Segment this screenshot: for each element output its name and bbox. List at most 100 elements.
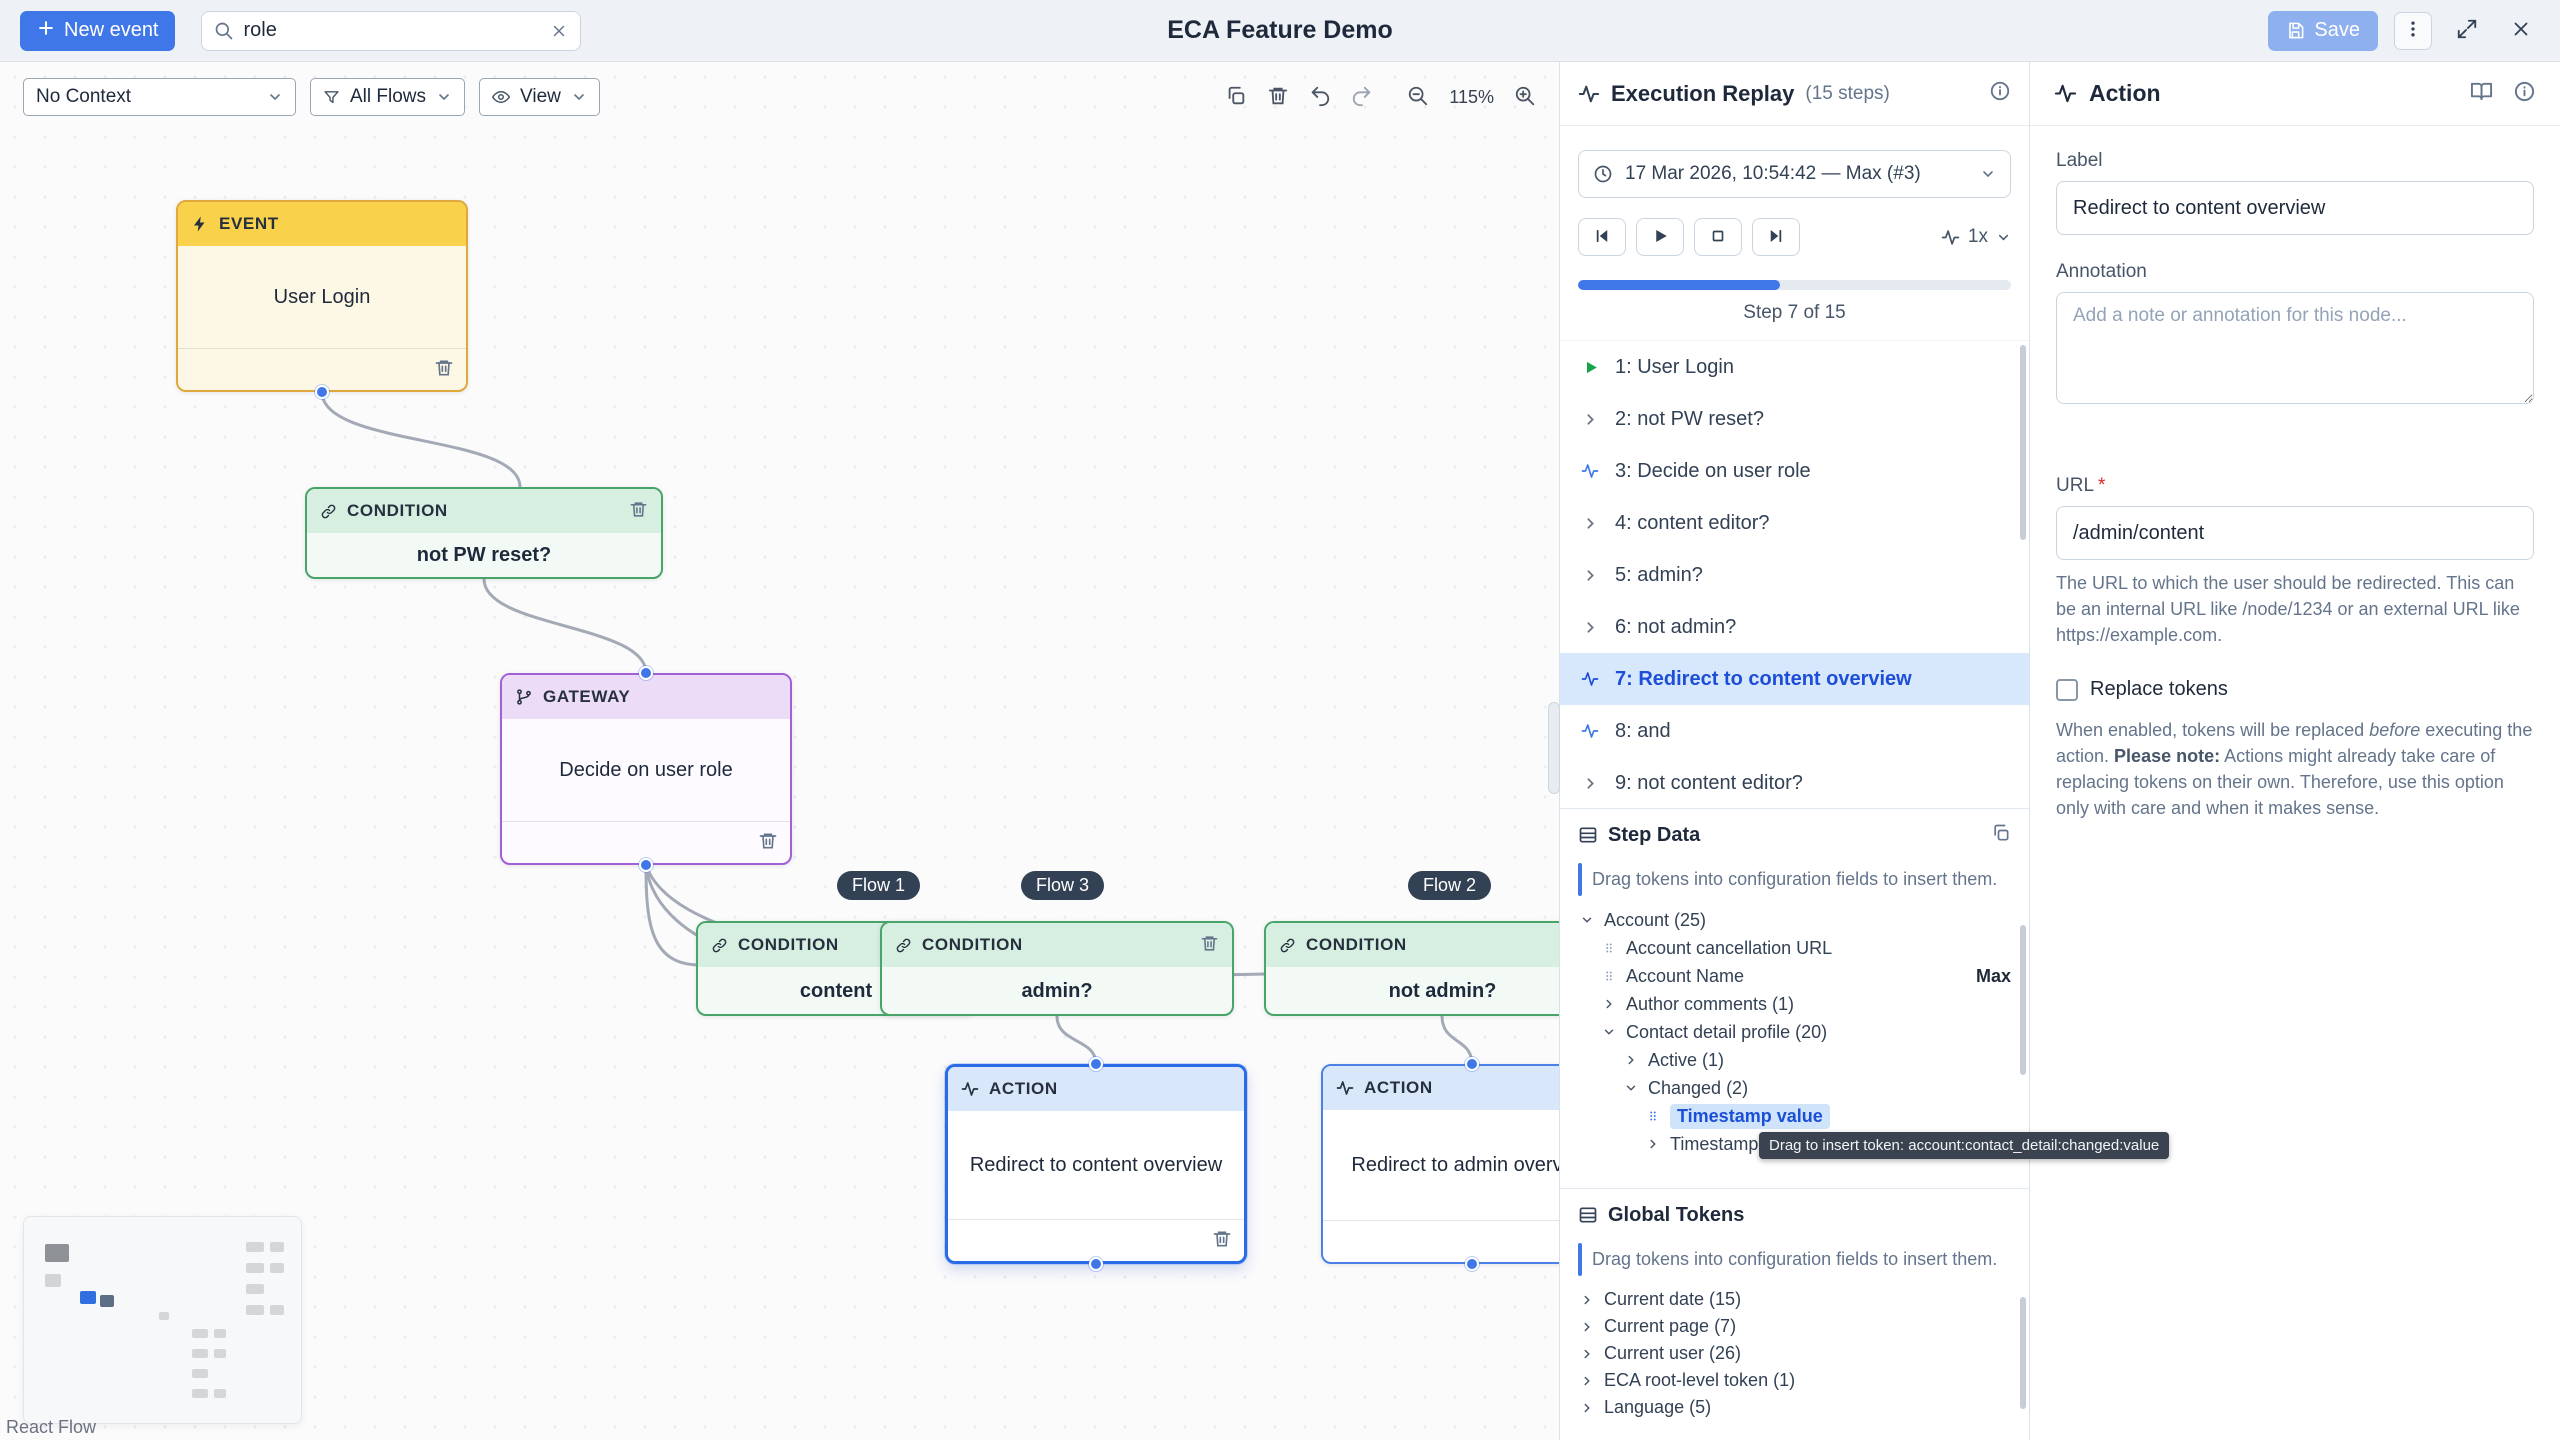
tree-item[interactable]: Contact detail profile (20) — [1578, 1018, 2011, 1046]
label-field-input[interactable] — [2056, 181, 2534, 235]
chevron-right-icon — [1578, 619, 1602, 636]
global-token-item[interactable]: Current date (15) — [1560, 1286, 2029, 1313]
tree-item[interactable]: Changed (2) — [1578, 1074, 2011, 1102]
clear-search-icon[interactable] — [550, 22, 568, 40]
replay-step[interactable]: 8: and — [1560, 705, 2029, 757]
steps-scrollbar[interactable] — [2020, 345, 2026, 540]
delete-node-button[interactable] — [434, 358, 454, 381]
tree-item[interactable]: Account Name Max — [1578, 962, 2011, 990]
global-token-item[interactable]: Current user (26) — [1560, 1340, 2029, 1367]
docs-button[interactable] — [2470, 80, 2493, 108]
action-panel-title: Action — [2089, 80, 2161, 106]
node-condition-not-admin[interactable]: CONDITION not admin? — [1264, 921, 1559, 1016]
playback-speed-select[interactable]: 1x — [1941, 226, 2011, 248]
delete-button[interactable] — [1267, 85, 1289, 110]
node-handle[interactable] — [1089, 1057, 1103, 1071]
tree-item[interactable]: Account cancellation URL — [1578, 934, 2011, 962]
flow-edge[interactable] — [320, 390, 522, 489]
replay-step-label: 5: admin? — [1615, 563, 1703, 586]
node-condition-not-pw-reset[interactable]: CONDITION not PW reset? — [305, 487, 663, 579]
delete-node-button[interactable] — [1212, 1229, 1232, 1252]
flow-edge[interactable] — [1440, 1014, 1474, 1066]
replay-info-button[interactable] — [1989, 80, 2011, 107]
replay-header: Execution Replay (15 steps) — [1560, 62, 2029, 126]
node-event-user-login[interactable]: EVENT User Login — [176, 200, 468, 392]
tree-item-dragging[interactable]: Timestamp value — [1578, 1102, 2011, 1130]
tree-item-label: Contact detail profile (20) — [1626, 1021, 1828, 1042]
redo-button[interactable] — [1351, 85, 1373, 110]
minimap-node — [270, 1263, 284, 1273]
action-info-button[interactable] — [2513, 80, 2536, 108]
replay-step[interactable]: 5: admin? — [1560, 549, 2029, 601]
new-event-button[interactable]: New event — [20, 10, 175, 51]
zoom-out-button[interactable] — [1407, 85, 1429, 110]
flow-edge[interactable] — [1055, 1014, 1098, 1066]
copy-button[interactable] — [1225, 85, 1247, 110]
help-segment-bold: Please note: — [2114, 746, 2221, 766]
skip-to-end-button[interactable] — [1752, 218, 1800, 256]
kebab-icon — [2403, 19, 2423, 42]
minimap[interactable] — [23, 1216, 302, 1424]
replay-step[interactable]: 1: User Login — [1560, 341, 2029, 393]
flows-filter-select[interactable]: All Flows — [310, 78, 466, 116]
replay-step[interactable]: 9: not content editor? — [1560, 757, 2029, 808]
copy-step-data-button[interactable] — [1991, 823, 2011, 848]
node-handle[interactable] — [1465, 1257, 1479, 1271]
replay-step[interactable]: 4: content editor? — [1560, 497, 2029, 549]
flow-edge[interactable] — [482, 577, 648, 675]
context-select[interactable]: No Context — [23, 78, 296, 116]
node-handle[interactable] — [315, 385, 329, 399]
annotation-field-textarea[interactable] — [2056, 292, 2534, 404]
close-button[interactable] — [2502, 12, 2540, 50]
zoom-in-button[interactable] — [1514, 85, 1536, 110]
global-token-item[interactable]: ECA root-level token (1) — [1560, 1367, 2029, 1394]
lightning-icon — [191, 215, 209, 233]
flow-canvas[interactable]: No Context All Flows View — [0, 62, 1559, 1440]
view-select[interactable]: View — [479, 78, 600, 116]
undo-button[interactable] — [1309, 85, 1331, 110]
node-header: CONDITION — [882, 923, 1232, 967]
url-field-label-text: URL — [2056, 475, 2095, 496]
replay-step[interactable]: 6: not admin? — [1560, 601, 2029, 653]
flow-edge[interactable] — [644, 863, 702, 967]
more-options-button[interactable] — [2394, 11, 2432, 50]
replay-step-selected[interactable]: 7: Redirect to content overview — [1560, 653, 2029, 705]
tree-item[interactable]: Author comments (1) — [1578, 990, 2011, 1018]
tree-item[interactable]: Active (1) — [1578, 1046, 2011, 1074]
skip-to-start-button[interactable] — [1578, 218, 1626, 256]
fullscreen-button[interactable] — [2448, 12, 2486, 50]
node-type-label: CONDITION — [922, 935, 1023, 954]
panel-resize-handle[interactable] — [1548, 702, 1560, 794]
replay-step[interactable]: 2: not PW reset? — [1560, 393, 2029, 445]
node-action-redirect-content[interactable]: ACTION Redirect to content overview — [945, 1064, 1247, 1264]
global-tokens-scrollbar[interactable] — [2020, 1297, 2026, 1409]
replace-tokens-checkbox[interactable] — [2056, 678, 2078, 701]
replace-tokens-row[interactable]: Replace tokens — [2056, 678, 2534, 701]
delete-node-button[interactable] — [629, 500, 648, 522]
search-input[interactable] — [243, 19, 540, 42]
node-gateway-decide-user-role[interactable]: GATEWAY Decide on user role — [500, 673, 792, 865]
replay-step[interactable]: 3: Decide on user role — [1560, 445, 2029, 497]
global-token-item[interactable]: Language (5) — [1560, 1394, 2029, 1421]
trash-icon — [629, 500, 648, 522]
node-action-redirect-admin[interactable]: ACTION Redirect to admin overview — [1321, 1064, 1559, 1264]
node-handle[interactable] — [1465, 1057, 1479, 1071]
url-field-input[interactable] — [2056, 506, 2534, 560]
node-condition-admin[interactable]: CONDITION admin? — [880, 921, 1234, 1016]
node-handle[interactable] — [639, 858, 653, 872]
global-token-item[interactable]: Current page (7) — [1560, 1313, 2029, 1340]
node-type-label: ACTION — [989, 1079, 1058, 1098]
tree-item[interactable]: Account (25) — [1578, 906, 2011, 934]
save-button[interactable]: Save — [2268, 10, 2378, 51]
play-button[interactable] — [1636, 218, 1684, 256]
delete-node-button[interactable] — [1200, 934, 1219, 956]
url-field-label: URL* — [2056, 475, 2534, 497]
node-handle[interactable] — [639, 666, 653, 680]
stop-button[interactable] — [1694, 218, 1742, 256]
replay-progress-bar[interactable] — [1578, 280, 2011, 290]
node-handle[interactable] — [1089, 1257, 1103, 1271]
flow-pill-2: Flow 2 — [1408, 871, 1492, 900]
replay-run-select[interactable]: 17 Mar 2026, 10:54:42 — Max (#3) — [1578, 150, 2011, 198]
step-data-scrollbar[interactable] — [2020, 925, 2026, 1075]
delete-node-button[interactable] — [758, 831, 778, 854]
